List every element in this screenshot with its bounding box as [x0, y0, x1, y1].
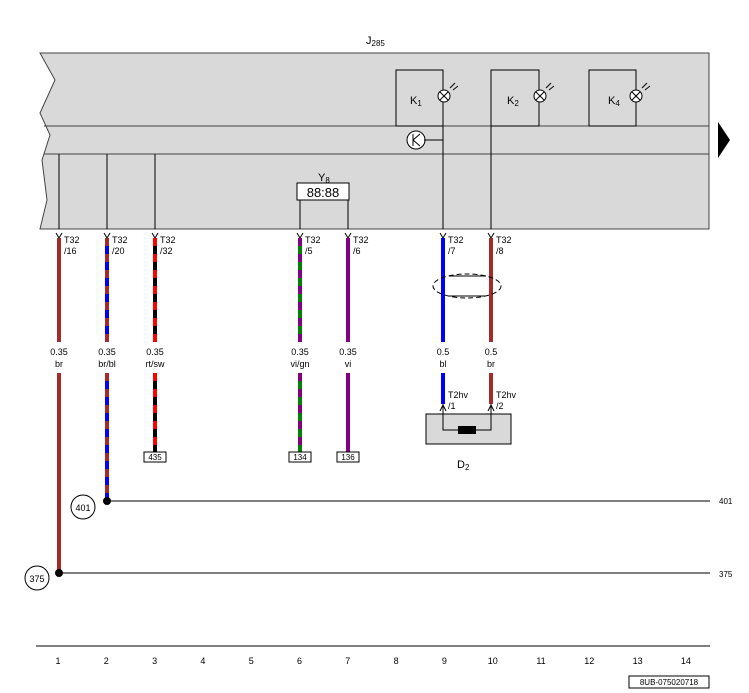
pin-label: T32 — [64, 235, 80, 245]
column-number: 10 — [488, 656, 498, 666]
pin-number: /20 — [112, 246, 125, 256]
wire-color: br/bl — [98, 359, 116, 369]
column-number: 9 — [442, 656, 447, 666]
continuation-label: 401 — [719, 497, 733, 506]
wire-size: 0.35 — [339, 347, 357, 357]
lamp-icon — [629, 82, 651, 103]
column-number: 8 — [394, 656, 399, 666]
wire-color: vi/gn — [290, 359, 309, 369]
transistor-icon — [406, 130, 426, 150]
connector-pin: /2 — [496, 401, 504, 411]
pin-label: T32 — [496, 235, 512, 245]
shield-icon — [432, 273, 502, 299]
pin-label: T32 — [112, 235, 128, 245]
pin-label: T32 — [448, 235, 464, 245]
continuation-arrow-icon — [718, 122, 730, 158]
ground-point-375 — [24, 565, 50, 591]
column-number: 6 — [297, 656, 302, 666]
doc-id: 8UB-075020718 — [640, 678, 699, 687]
unit-label: J285 — [366, 35, 385, 48]
pin-number: /32 — [160, 246, 173, 256]
doc-id-box — [628, 675, 710, 689]
reference-number: 136 — [341, 453, 355, 462]
wire-size: 0.35 — [146, 347, 164, 357]
pin-number: /16 — [64, 246, 77, 256]
reference-number: 134 — [293, 453, 307, 462]
pin-arrow-icon — [151, 232, 159, 239]
wire-color: bl — [439, 359, 446, 369]
wire-size: 0.35 — [98, 347, 116, 357]
indicator-label: K4 — [608, 95, 620, 108]
reference-box — [143, 451, 167, 463]
connector-label: T2hv — [448, 390, 469, 400]
reference-box — [336, 451, 360, 463]
column-number: 4 — [200, 656, 205, 666]
sensor-coil-icon — [458, 426, 476, 434]
ground-point-label: 401 — [75, 503, 90, 513]
pin-number: /8 — [496, 246, 504, 256]
indicator-label: K2 — [507, 95, 519, 108]
control-unit-panel — [39, 52, 710, 230]
wire-size: 0.5 — [485, 347, 498, 357]
indicator-k1: K1 — [395, 69, 459, 127]
sensor-label: D2 — [457, 459, 470, 472]
lamp-icon — [533, 82, 555, 103]
reference-box — [288, 451, 312, 463]
pin-number: /7 — [448, 246, 456, 256]
wire-size: 0.5 — [437, 347, 450, 357]
wire-color: rt/sw — [146, 359, 165, 369]
pin-arrow-icon — [55, 232, 63, 239]
wire-color: br — [55, 359, 63, 369]
display-label: Y8 — [318, 172, 330, 185]
indicator-k4: K4 — [588, 69, 651, 127]
column-number: 5 — [249, 656, 254, 666]
pin-arrow-icon — [344, 232, 352, 239]
wire-size: 0.35 — [291, 347, 309, 357]
pin-label: T32 — [160, 235, 176, 245]
column-number: 2 — [104, 656, 109, 666]
connector-label: T2hv — [496, 390, 517, 400]
pin-arrow-icon — [103, 232, 111, 239]
column-number: 1 — [55, 656, 60, 666]
column-number: 7 — [345, 656, 350, 666]
column-number: 11 — [536, 656, 545, 666]
ground-point-label: 375 — [29, 574, 44, 584]
wire-size: 0.35 — [50, 347, 68, 357]
pin-label: T32 — [305, 235, 321, 245]
pin-arrow-icon — [296, 232, 304, 239]
wire-color: br — [487, 359, 495, 369]
connector-pin: /1 — [448, 401, 456, 411]
lamp-icon — [437, 82, 459, 103]
pin-arrow-icon — [439, 232, 447, 239]
pin-number: /6 — [353, 246, 361, 256]
indicator-label: K1 — [410, 95, 422, 108]
pin-label: T32 — [353, 235, 369, 245]
pin-arrow-icon — [487, 232, 495, 239]
display-box — [296, 182, 350, 201]
column-number: 14 — [681, 656, 691, 666]
reference-number: 435 — [148, 453, 162, 462]
column-number: 13 — [633, 656, 643, 666]
display-digits: 88:88 — [307, 185, 340, 200]
ground-point-401 — [70, 494, 96, 520]
pin-number: /5 — [305, 246, 313, 256]
indicator-k2: K2 — [490, 69, 555, 127]
column-number: 3 — [152, 656, 157, 666]
wire-color: vi — [345, 359, 352, 369]
continuation-label: 375 — [719, 570, 733, 579]
column-number: 12 — [584, 656, 594, 666]
